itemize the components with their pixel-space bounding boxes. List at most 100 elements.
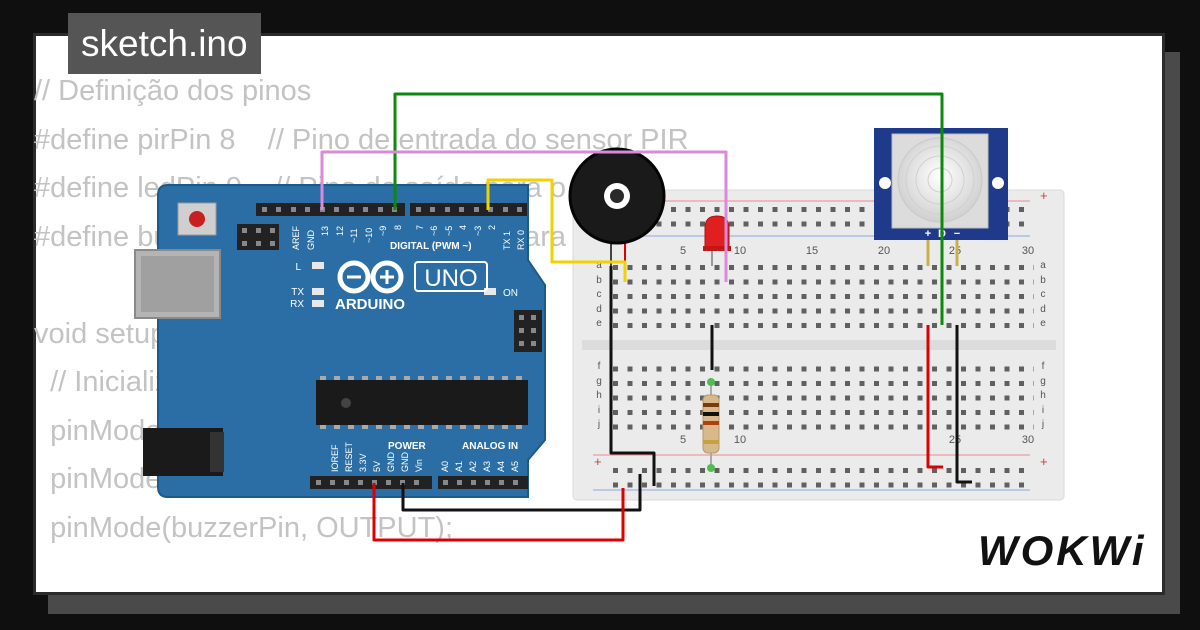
pin-label: A2 (468, 461, 478, 472)
on-label: ON (503, 288, 518, 299)
pin-label: 8 (393, 225, 403, 230)
wire-black[interactable] (955, 325, 972, 484)
pin-label: GND (386, 452, 396, 473)
row-letter: d (1040, 304, 1046, 315)
pin-label: ~9 (378, 226, 388, 236)
digital-header-high (256, 203, 405, 216)
led-l (312, 262, 324, 269)
row-letter: g (596, 376, 602, 387)
led-label: TX (291, 287, 304, 298)
arduino-uno-board[interactable]: AREF GND 13 12 ~11 ~10 ~9 8 7 ~6 ~5 4 ~3… (134, 184, 546, 498)
pin-label: AREF (291, 225, 301, 250)
code-line: // Definição dos pinos (34, 75, 312, 107)
row-letter: i (1042, 405, 1044, 416)
column-number: 30 (1022, 434, 1034, 446)
wire-black[interactable] (609, 266, 656, 486)
column-number: 25 (949, 434, 961, 446)
piezo-buzzer[interactable] (568, 147, 666, 266)
power-label: POWER (388, 441, 427, 452)
column-number: 30 (1022, 245, 1034, 257)
pin-label: A4 (496, 461, 506, 472)
pin-label: 7 (415, 225, 425, 230)
resistor[interactable] (702, 378, 720, 472)
pin-label: RX 0 (516, 230, 526, 250)
wire-yellow[interactable] (486, 178, 627, 282)
pir-pin-label: + (925, 228, 931, 240)
row-letter: g (1040, 376, 1046, 387)
pir-pin-label: − (954, 228, 960, 240)
pin-label: ~11 (349, 228, 359, 243)
column-number: 5 (680, 434, 686, 446)
row-letter: e (1040, 318, 1046, 329)
pir-dome (897, 137, 983, 223)
arduino-infinity-icon (337, 260, 404, 294)
wire-pink[interactable] (320, 150, 728, 282)
wokwi-logo: WOKWi (978, 527, 1147, 574)
column-number: 10 (734, 434, 746, 446)
row-letter: e (596, 318, 602, 329)
wire-red[interactable] (372, 483, 625, 542)
wire-red[interactable] (926, 325, 943, 469)
row-letter: a (1040, 260, 1046, 271)
pin-label: Vin (414, 459, 424, 472)
digital-header-low (410, 203, 527, 216)
power-jack (143, 428, 223, 476)
column-number: 15 (806, 245, 818, 257)
rail-plus-label: + (594, 454, 602, 469)
pin-label: A1 (454, 461, 464, 472)
column-number: 20 (878, 245, 890, 257)
pin-label: 2 (487, 225, 497, 230)
row-letter: c (1041, 289, 1046, 300)
led-tx (312, 288, 324, 295)
analog-header (438, 476, 528, 489)
row-letter: j (597, 419, 600, 430)
row-letter: d (596, 304, 602, 315)
pin-label: A5 (510, 461, 520, 472)
wire-black[interactable] (401, 474, 642, 512)
reset-button-cap[interactable] (189, 211, 205, 227)
pin-label: GND (306, 230, 316, 251)
row-letter: h (596, 390, 602, 401)
code-line: pinMode(buzzerPin, OUTPUT); (34, 511, 454, 544)
column-number: 5 (680, 245, 686, 257)
pin-label: IOREF (330, 444, 340, 472)
row-letter: a (596, 260, 602, 271)
file-tab[interactable]: sketch.ino (68, 13, 261, 74)
pin-label: A3 (482, 461, 492, 472)
rail-plus-label: + (1040, 188, 1048, 203)
atmega-chip (316, 380, 528, 425)
rail-plus-label: + (1040, 454, 1048, 469)
row-letter: i (598, 405, 600, 416)
code-line: #define pirPin 8 // Pino de entrada do s… (34, 123, 689, 156)
arduino-brand: ARDUINO (335, 296, 405, 313)
led-label: RX (290, 299, 304, 310)
pin-label: TX 1 (502, 231, 512, 250)
led-on (484, 288, 496, 295)
row-letter: b (1040, 275, 1046, 286)
wire-green[interactable] (393, 92, 944, 325)
pin-label: 13 (320, 226, 330, 236)
column-number: 10 (734, 245, 746, 257)
row-letter: j (1041, 419, 1044, 430)
board-model: UNO (424, 265, 477, 292)
led-rx (312, 300, 324, 307)
wires (320, 92, 972, 542)
row-letter: f (1042, 361, 1045, 372)
analog-label: ANALOG IN (462, 441, 518, 452)
pin-label: 4 (458, 225, 468, 230)
row-letter: c (597, 289, 602, 300)
pin-label: 5V (372, 461, 382, 472)
pin-label: GND (400, 452, 410, 473)
digital-label: DIGITAL (PWM ~) (390, 241, 472, 252)
pin-label: ~10 (364, 228, 374, 243)
pin-label: 3.3V (358, 453, 368, 472)
power-header (310, 476, 432, 489)
pin-label: ~3 (473, 226, 483, 236)
row-letter: f (598, 361, 601, 372)
led-label: L (295, 262, 301, 273)
pin-label: A0 (440, 461, 450, 472)
pin-label: ~6 (429, 226, 439, 236)
pin-label: ~5 (444, 226, 454, 236)
column-number: 25 (949, 245, 961, 257)
